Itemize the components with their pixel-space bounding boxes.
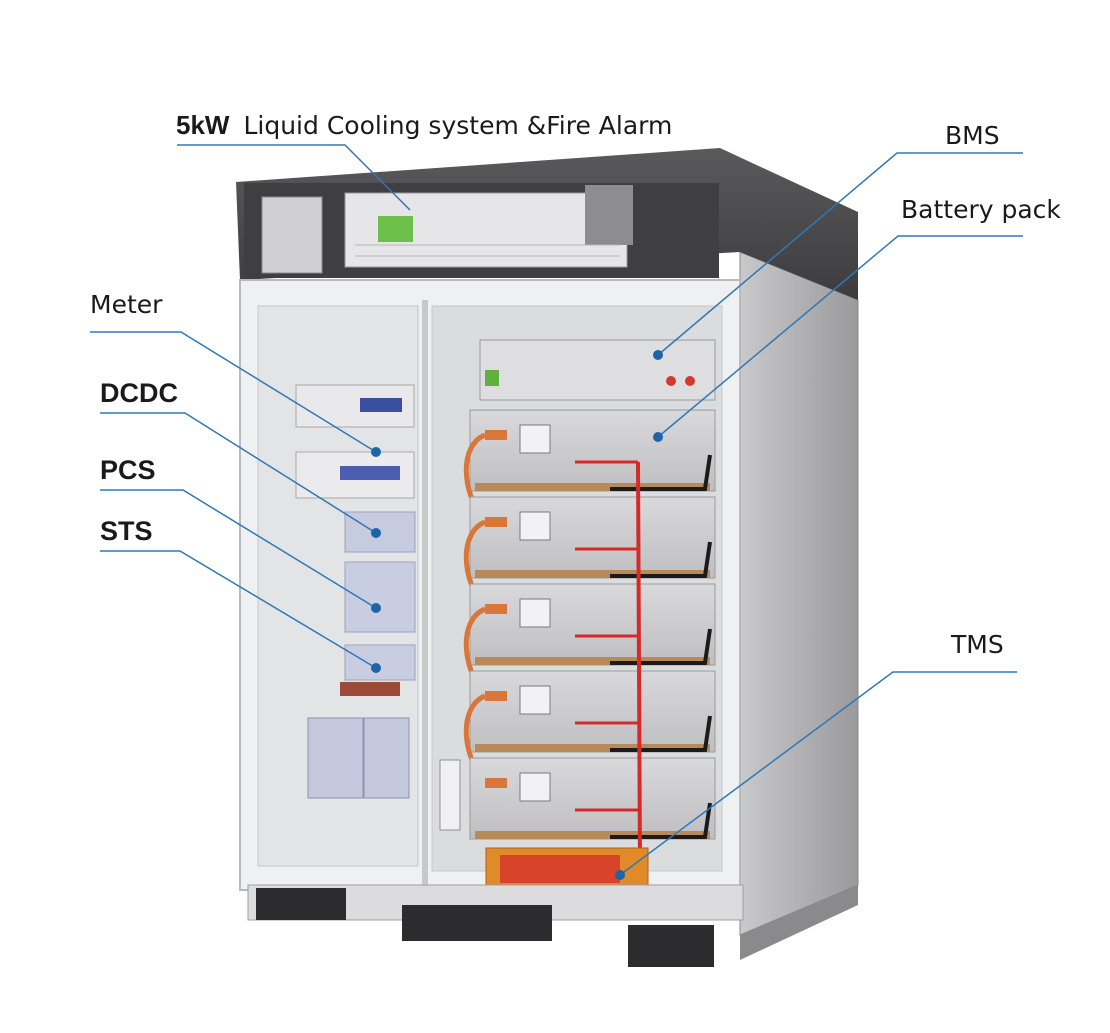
battery-pack-label: Battery pack — [901, 195, 1061, 224]
bms-unit — [479, 339, 716, 401]
cooling-leader — [177, 144, 411, 211]
pcs-leader — [100, 489, 377, 609]
meter-leader — [90, 331, 377, 453]
battery-module — [469, 757, 716, 840]
battery-module — [463, 496, 716, 611]
cooling-compartment — [236, 148, 858, 300]
bms-label: BMS — [945, 121, 1000, 150]
battery-pack-leader — [657, 235, 1023, 438]
dcdc-leader — [100, 412, 377, 534]
tms-label: TMS — [951, 630, 1004, 659]
dcdc-marker — [371, 528, 381, 538]
meter-marker — [371, 447, 381, 457]
sts-leader — [100, 550, 377, 669]
tms-unit — [485, 847, 649, 891]
left-equipment — [295, 384, 461, 831]
red-busbar — [636, 461, 642, 871]
battery-pack-marker — [653, 432, 663, 442]
cooling-label: 5kW Liquid Cooling system &Fire Alarm — [176, 112, 672, 138]
meter-label: Meter — [90, 290, 163, 319]
cooling-power-text: 5kW — [176, 110, 230, 140]
sts-label: STS — [100, 516, 153, 546]
marker-dots — [371, 350, 663, 880]
battery-module — [463, 583, 716, 698]
pcs-label: PCS — [100, 455, 156, 485]
leader-lines — [90, 144, 1023, 876]
bms-marker — [653, 350, 663, 360]
battery-modules — [463, 409, 716, 840]
bms-leader — [657, 152, 1023, 356]
pcs-marker — [371, 603, 381, 613]
sts-marker — [371, 663, 381, 673]
cooling-system-text: Liquid Cooling system &Fire Alarm — [243, 111, 673, 140]
tms-marker — [615, 870, 625, 880]
tms-leader — [619, 671, 1017, 876]
dcdc-label: DCDC — [100, 378, 178, 408]
cabinet-base — [247, 884, 858, 967]
